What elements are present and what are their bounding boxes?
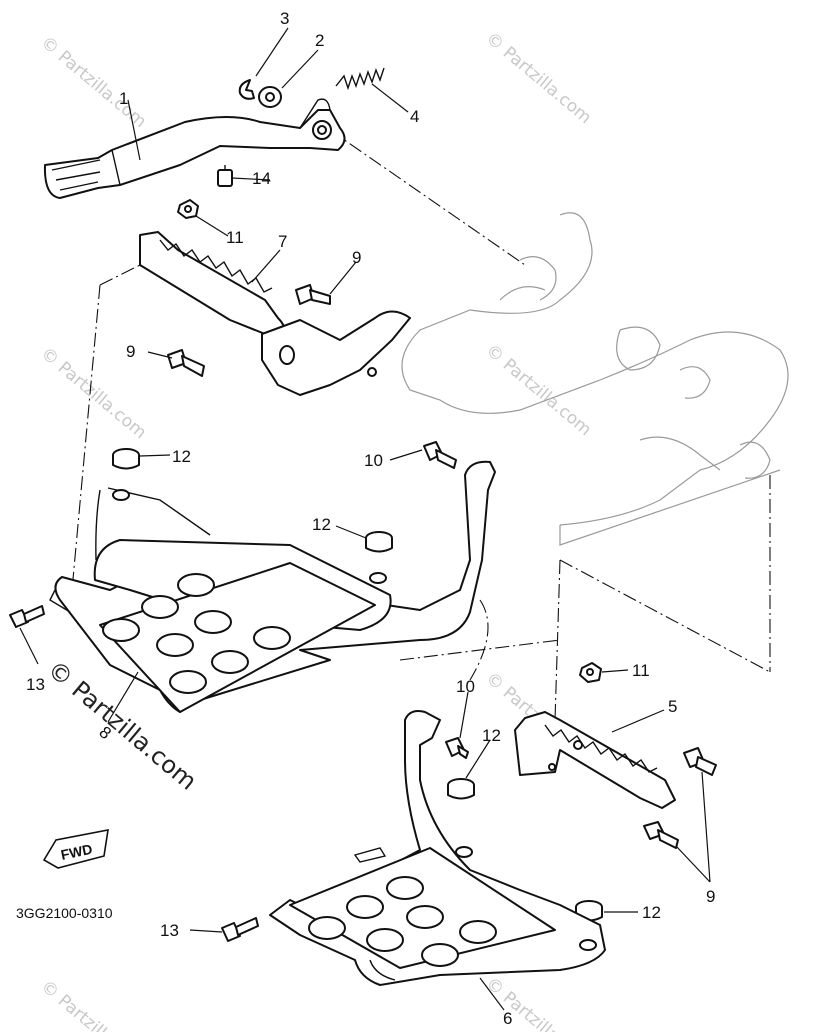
bolt-14 xyxy=(217,165,233,187)
bolt-9-lower-a xyxy=(683,747,717,776)
callout-9: 9 xyxy=(352,248,361,267)
callout-4: 4 xyxy=(410,107,419,126)
brake-pedal xyxy=(43,98,346,199)
drawing-code: 3GG2100-0310 xyxy=(16,905,113,921)
washer xyxy=(258,86,282,108)
plate-holes-left xyxy=(102,573,291,694)
footrest-right xyxy=(514,711,676,809)
bolt-10-upper xyxy=(423,441,457,469)
callout-11: 11 xyxy=(632,661,650,680)
callout-10: 10 xyxy=(364,451,383,470)
callout-6: 6 xyxy=(503,1009,512,1028)
callout-12: 12 xyxy=(482,726,501,745)
grommet-12-c xyxy=(447,778,475,800)
callout-12: 12 xyxy=(312,515,331,534)
callout-10: 10 xyxy=(456,677,475,696)
bolt-13-lower xyxy=(221,917,259,942)
protector-plate-left xyxy=(49,460,496,713)
callout-14: 14 xyxy=(252,169,271,188)
bolt-9-upper-a xyxy=(295,284,331,305)
callout-9: 9 xyxy=(126,342,135,361)
watermark: © Partzilla.com xyxy=(482,29,595,129)
callout-11: 11 xyxy=(226,228,244,247)
bolt-9-lower-b xyxy=(643,821,679,849)
callout-2: 2 xyxy=(315,31,324,50)
bolt-9-upper-b xyxy=(167,349,205,377)
callouts: 3 2 1 4 14 11 7 9 9 12 10 12 13 8 11 10 … xyxy=(16,9,715,1028)
callout-5: 5 xyxy=(668,697,677,716)
watermark: © Partzilla.com xyxy=(482,341,595,441)
callout-7: 7 xyxy=(278,232,287,251)
e-clip xyxy=(238,79,255,100)
engine-outline xyxy=(401,212,789,546)
footrest-left xyxy=(139,231,411,396)
callout-13: 13 xyxy=(26,675,45,694)
watermark: © Partzilla.com xyxy=(37,33,150,133)
return-spring xyxy=(335,67,385,91)
nut-11-lower xyxy=(579,662,602,683)
callout-9: 9 xyxy=(706,887,715,906)
callout-12: 12 xyxy=(642,903,661,922)
callout-13: 13 xyxy=(160,921,179,940)
protector-plate-right xyxy=(269,710,606,986)
watermark: © Partzilla.com xyxy=(37,977,150,1032)
plate-holes-right xyxy=(308,876,497,967)
grommet-12-a xyxy=(112,448,140,470)
bolt-13-left xyxy=(9,605,45,628)
grommet-12-b xyxy=(365,531,393,553)
callout-1: 1 xyxy=(119,89,128,108)
leader-lines xyxy=(19,27,711,1011)
callout-3: 3 xyxy=(280,9,289,28)
fwd-arrow: FWD xyxy=(42,829,109,869)
alignment-lines xyxy=(71,129,771,721)
fwd-label: FWD xyxy=(59,841,94,863)
nut-11-upper xyxy=(177,199,199,219)
bolt-10-lower xyxy=(445,737,469,759)
callout-12: 12 xyxy=(172,447,191,466)
